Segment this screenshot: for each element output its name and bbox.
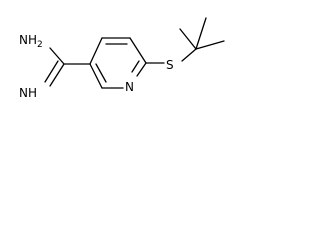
structure-canvas: NH2 NH N S bbox=[19, 17, 225, 100]
bond-c6-n1-double bbox=[131, 60, 140, 73]
bond-c6-n1 bbox=[136, 62, 147, 77]
amine-subscript-text: 2 bbox=[37, 40, 43, 50]
amine-label: NH2 bbox=[19, 33, 43, 50]
bond-cq-me-up bbox=[195, 17, 207, 50]
bond-amidine-nh bbox=[49, 63, 65, 87]
imine-label: NH bbox=[19, 86, 37, 100]
bond-c3-c4 bbox=[89, 37, 103, 65]
bond-s-cq bbox=[181, 48, 197, 62]
bond-amidine-nh-double bbox=[44, 60, 59, 83]
bond-c2-c3 bbox=[89, 63, 103, 89]
bond-c5-c6 bbox=[129, 37, 147, 64]
ring-nitrogen-label: N bbox=[125, 80, 134, 94]
amine-nh-text: NH bbox=[19, 33, 37, 47]
bond-cq-me-left bbox=[179, 28, 197, 50]
bond-cq-me-right bbox=[195, 40, 225, 50]
bond-c2-c3-double bbox=[95, 63, 107, 83]
sulfur-label: S bbox=[166, 58, 174, 72]
bond-amidine-nh2 bbox=[49, 47, 65, 65]
